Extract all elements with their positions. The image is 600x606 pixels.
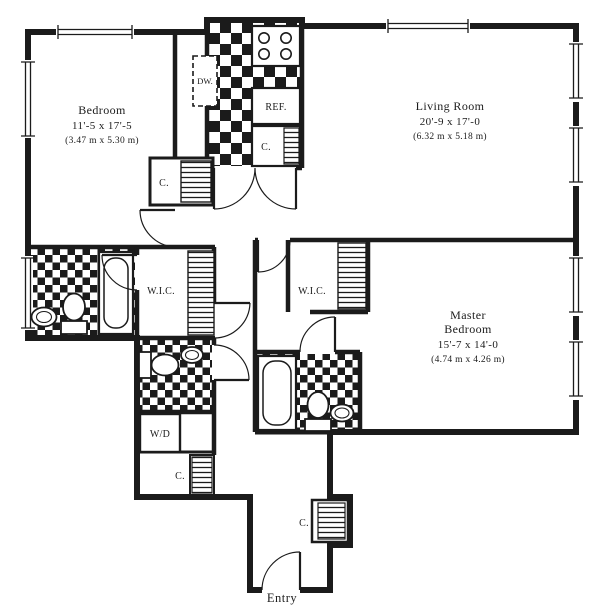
toilet-middle xyxy=(138,351,180,379)
dishwasher-label: DW. xyxy=(197,76,213,86)
sink-master xyxy=(329,403,355,423)
closets xyxy=(148,156,367,544)
toilet-master xyxy=(304,391,332,432)
door-master-suite xyxy=(256,239,291,273)
door-wic-left xyxy=(213,301,251,339)
laundry-closet-label: C. xyxy=(175,471,185,482)
window-bedroom-top xyxy=(56,25,134,39)
door-bath-left xyxy=(101,253,138,291)
master-bedroom-name-1: Master xyxy=(450,308,486,322)
window-living-right-1 xyxy=(569,42,583,102)
master-bedroom-dims: 15'-7 x 14'-0 xyxy=(438,339,499,351)
laundry-closet xyxy=(189,454,215,496)
washer-dryer-unit xyxy=(138,412,182,454)
bathtub-master xyxy=(256,354,298,432)
master-bedroom-metric: (4.74 m x 4.26 m) xyxy=(431,354,505,365)
wic-left-shelves xyxy=(187,250,215,336)
door-entry xyxy=(261,551,302,595)
living-room-dims: 20'-9 x 17'-0 xyxy=(420,116,481,128)
window-master-right-2 xyxy=(569,340,583,400)
living-room-metric: (6.32 m x 5.18 m) xyxy=(413,131,487,142)
living-room-name: Living Room xyxy=(416,99,485,113)
master-bedroom-name-2: Bedroom xyxy=(444,322,492,336)
wic-left-label: W.I.C. xyxy=(147,286,175,297)
sink-middle xyxy=(180,346,204,364)
entry-closet-shelves xyxy=(317,502,346,540)
stove-burner xyxy=(279,47,292,60)
exterior-wall-outline xyxy=(25,17,579,593)
kitchen-appliances xyxy=(192,24,302,168)
door-bath-master xyxy=(299,316,337,353)
wic-master-label: W.I.C. xyxy=(298,286,326,297)
refrigerator xyxy=(250,86,302,126)
doors xyxy=(101,167,337,595)
window-living-right-2 xyxy=(569,126,583,186)
entry-label: Entry xyxy=(267,591,298,605)
bathroom-fixtures xyxy=(30,250,355,454)
washer-dryer-label: W/D xyxy=(150,429,170,440)
labels: Bedroom 11'-5 x 17'-5 (3.47 m x 5.30 m) … xyxy=(65,76,505,605)
dishwasher xyxy=(192,55,218,107)
door-bedroom xyxy=(139,208,176,248)
refrigerator-label: REF. xyxy=(265,102,286,113)
entry-closet xyxy=(310,498,350,544)
wall-bath-master xyxy=(255,349,363,432)
bedroom-name: Bedroom xyxy=(78,103,126,117)
bedroom-metric: (3.47 m x 5.30 m) xyxy=(65,135,139,146)
kitchen-closet xyxy=(250,124,302,168)
window-bathroom-left xyxy=(21,256,35,330)
stove-burner xyxy=(279,31,292,44)
hall-closet xyxy=(148,156,215,207)
entry-closet-label: C. xyxy=(299,518,309,529)
door-bath-middle xyxy=(213,344,250,382)
laundry-closet-shelves xyxy=(191,456,213,494)
hall-closet-shelves xyxy=(180,160,212,203)
stove-burner xyxy=(257,31,270,44)
kitchen-closet-label: C. xyxy=(261,142,271,153)
toilet-left xyxy=(60,292,88,335)
bedroom-dims: 11'-5 x 17'-5 xyxy=(72,120,132,132)
window-bedroom-left xyxy=(21,60,35,138)
kitchen-closet-shelves xyxy=(283,127,300,165)
stove xyxy=(250,24,302,68)
windows xyxy=(21,19,583,400)
bathtub-left xyxy=(97,250,135,336)
stove-burner xyxy=(257,47,270,60)
window-living-top xyxy=(386,19,470,33)
door-kitchen-double xyxy=(212,167,298,210)
window-master-right-1 xyxy=(569,256,583,316)
hall-closet-label: C. xyxy=(159,178,169,189)
wic-master-shelves xyxy=(337,242,367,310)
sink-left xyxy=(30,306,58,328)
